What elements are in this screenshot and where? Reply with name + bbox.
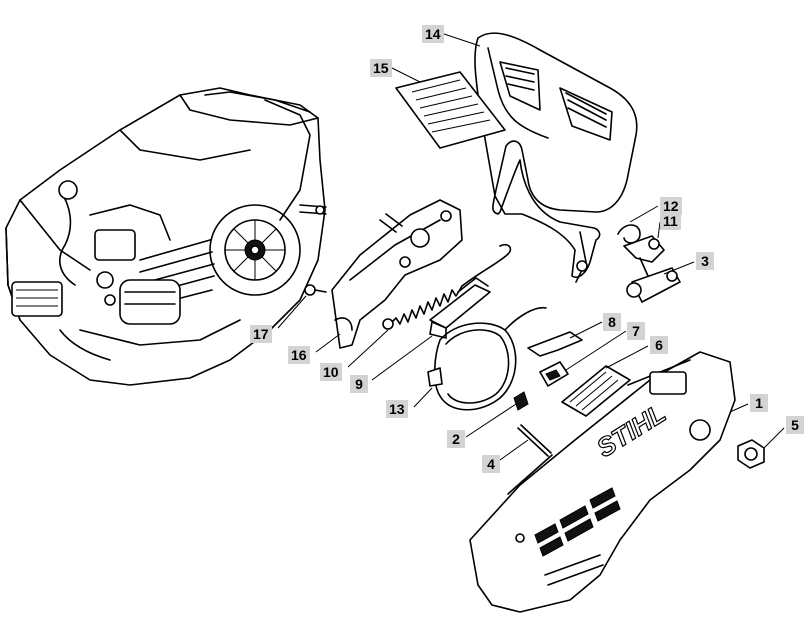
warning-label (395, 71, 506, 149)
sprocket-cover: STIHL (469, 351, 736, 613)
callout-4: 4 (482, 455, 500, 473)
callout-12: 12 (660, 197, 682, 215)
callout-11: 11 (660, 212, 681, 230)
set-screw (513, 391, 529, 411)
callout-14: 14 (422, 25, 444, 43)
collar-nut (737, 439, 765, 469)
cover-pad (561, 365, 631, 417)
callout-3: 3 (696, 252, 714, 270)
handle-guard (474, 32, 638, 283)
pin (517, 424, 552, 457)
bell-crank (626, 267, 681, 303)
spring-clip (617, 224, 641, 244)
engine-housing (5, 87, 327, 386)
callout-15: 15 (370, 59, 392, 77)
brake-lever (623, 235, 665, 277)
leader-lines (277, 33, 785, 461)
callout-13: 13 (386, 400, 408, 418)
callout-16: 16 (288, 346, 310, 364)
callout-17: 17 (250, 325, 272, 343)
callout-9: 9 (350, 375, 368, 393)
callout-8: 8 (603, 313, 621, 331)
callout-10: 10 (320, 363, 342, 381)
callout-7: 7 (627, 322, 645, 340)
callout-5: 5 (786, 416, 804, 434)
callout-2: 2 (447, 430, 465, 448)
guide-block (539, 361, 569, 387)
callout-1: 1 (750, 394, 768, 412)
tension-spring (382, 243, 512, 330)
slide-part (429, 277, 491, 339)
brake-band (427, 306, 547, 411)
bracket (527, 331, 583, 357)
screw (304, 284, 327, 296)
callout-6: 6 (650, 336, 668, 354)
brake-housing (331, 199, 463, 349)
